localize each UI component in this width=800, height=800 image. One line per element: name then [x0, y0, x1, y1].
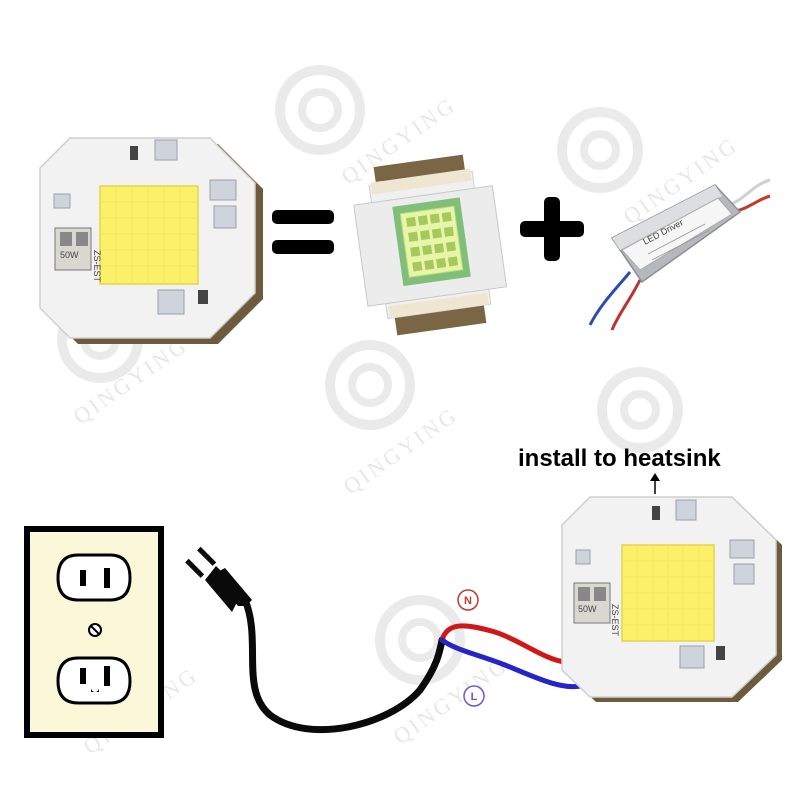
power-plug-icon — [185, 546, 446, 734]
installed-cob-led-chip: 50W ZS-EST — [561, 496, 782, 702]
ac-cob-led-chip: 50W ZS-EST — [39, 137, 263, 344]
chip-power-label: 50W — [60, 250, 79, 260]
led-driver-box: LED Driver — [588, 178, 771, 331]
chip-model-label: ZS-EST — [92, 250, 102, 283]
neutral-badge: N — [457, 589, 479, 611]
plus-sign-icon — [520, 197, 584, 261]
equals-sign-icon — [272, 210, 334, 254]
heatsink-annotation: install to heatsink — [518, 445, 721, 472]
chip-power-label: 50W — [578, 604, 597, 614]
wall-outlet-icon — [24, 526, 164, 738]
watermark-logo: QINGYING — [375, 595, 513, 749]
arrow-up-icon — [650, 473, 660, 494]
live-badge: L — [463, 685, 485, 707]
led-phosphor-area — [99, 185, 199, 285]
live-label: L — [471, 691, 478, 703]
chip-model-label: ZS-EST — [610, 604, 620, 637]
plug-cord — [241, 596, 446, 734]
watermark-logo: QINGYING — [325, 340, 463, 499]
watermark-logo — [597, 367, 683, 453]
neutral-label: N — [464, 595, 472, 607]
high-power-led-chip — [353, 154, 508, 336]
